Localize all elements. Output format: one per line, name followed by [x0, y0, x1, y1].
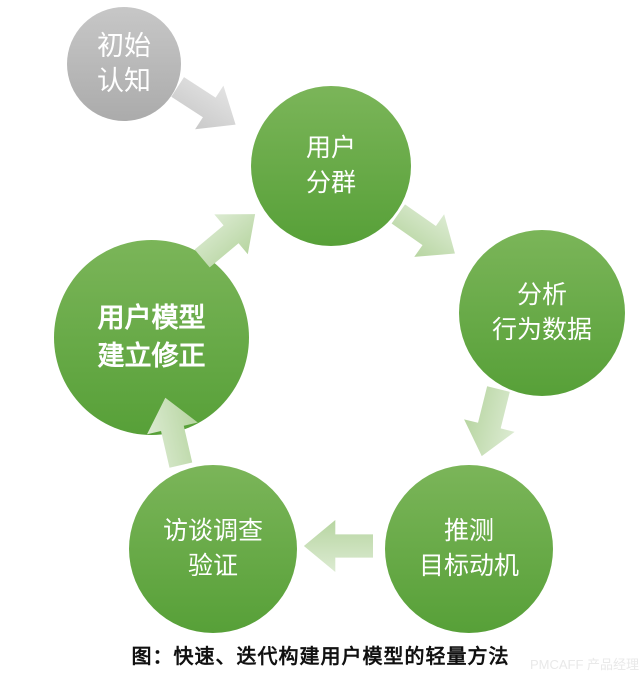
watermark-text: PMCAFF 产品经理: [529, 657, 639, 672]
node-segment-line2: 分群: [305, 169, 356, 197]
node-initial-cognition: 初始 认知: [67, 7, 181, 121]
node-interview-line2: 验证: [187, 552, 238, 580]
node-analyze-line2: 行为数据: [491, 316, 592, 344]
node-interview-survey-verify: 访谈调查 验证: [129, 465, 297, 633]
node-user-model-build-revise: 用户模型 建立修正: [54, 240, 249, 435]
arrow-initial-to-segment-icon: [171, 77, 236, 130]
node-model-line2: 建立修正: [97, 340, 206, 371]
arrow-analyze-to-infer-icon: [464, 386, 515, 457]
arrow-segment-to-analyze-icon: [391, 204, 455, 257]
node-segment-line1: 用户: [305, 134, 356, 162]
node-interview-line1: 访谈调查: [162, 517, 263, 545]
node-infer-line2: 目标动机: [418, 552, 519, 580]
node-infer-goal-motivation: 推测 目标动机: [385, 465, 553, 633]
figure-caption: 图：快速、迭代构建用户模型的轻量方法: [131, 646, 510, 668]
node-initial-line2: 认知: [97, 66, 151, 96]
node-model-line1: 用户模型: [97, 302, 206, 333]
node-user-segmentation: 用户 分群: [251, 86, 411, 246]
node-initial-line1: 初始: [97, 30, 151, 61]
node-analyze-line1: 分析: [516, 281, 567, 309]
arrow-infer-to-interview-icon: [303, 519, 373, 573]
node-infer-line1: 推测: [443, 517, 494, 545]
arrow-model-to-segment-icon: [194, 214, 256, 268]
node-analyze-behavior-data: 分析 行为数据: [459, 230, 625, 396]
arrow-interview-to-model-icon: [147, 397, 198, 468]
